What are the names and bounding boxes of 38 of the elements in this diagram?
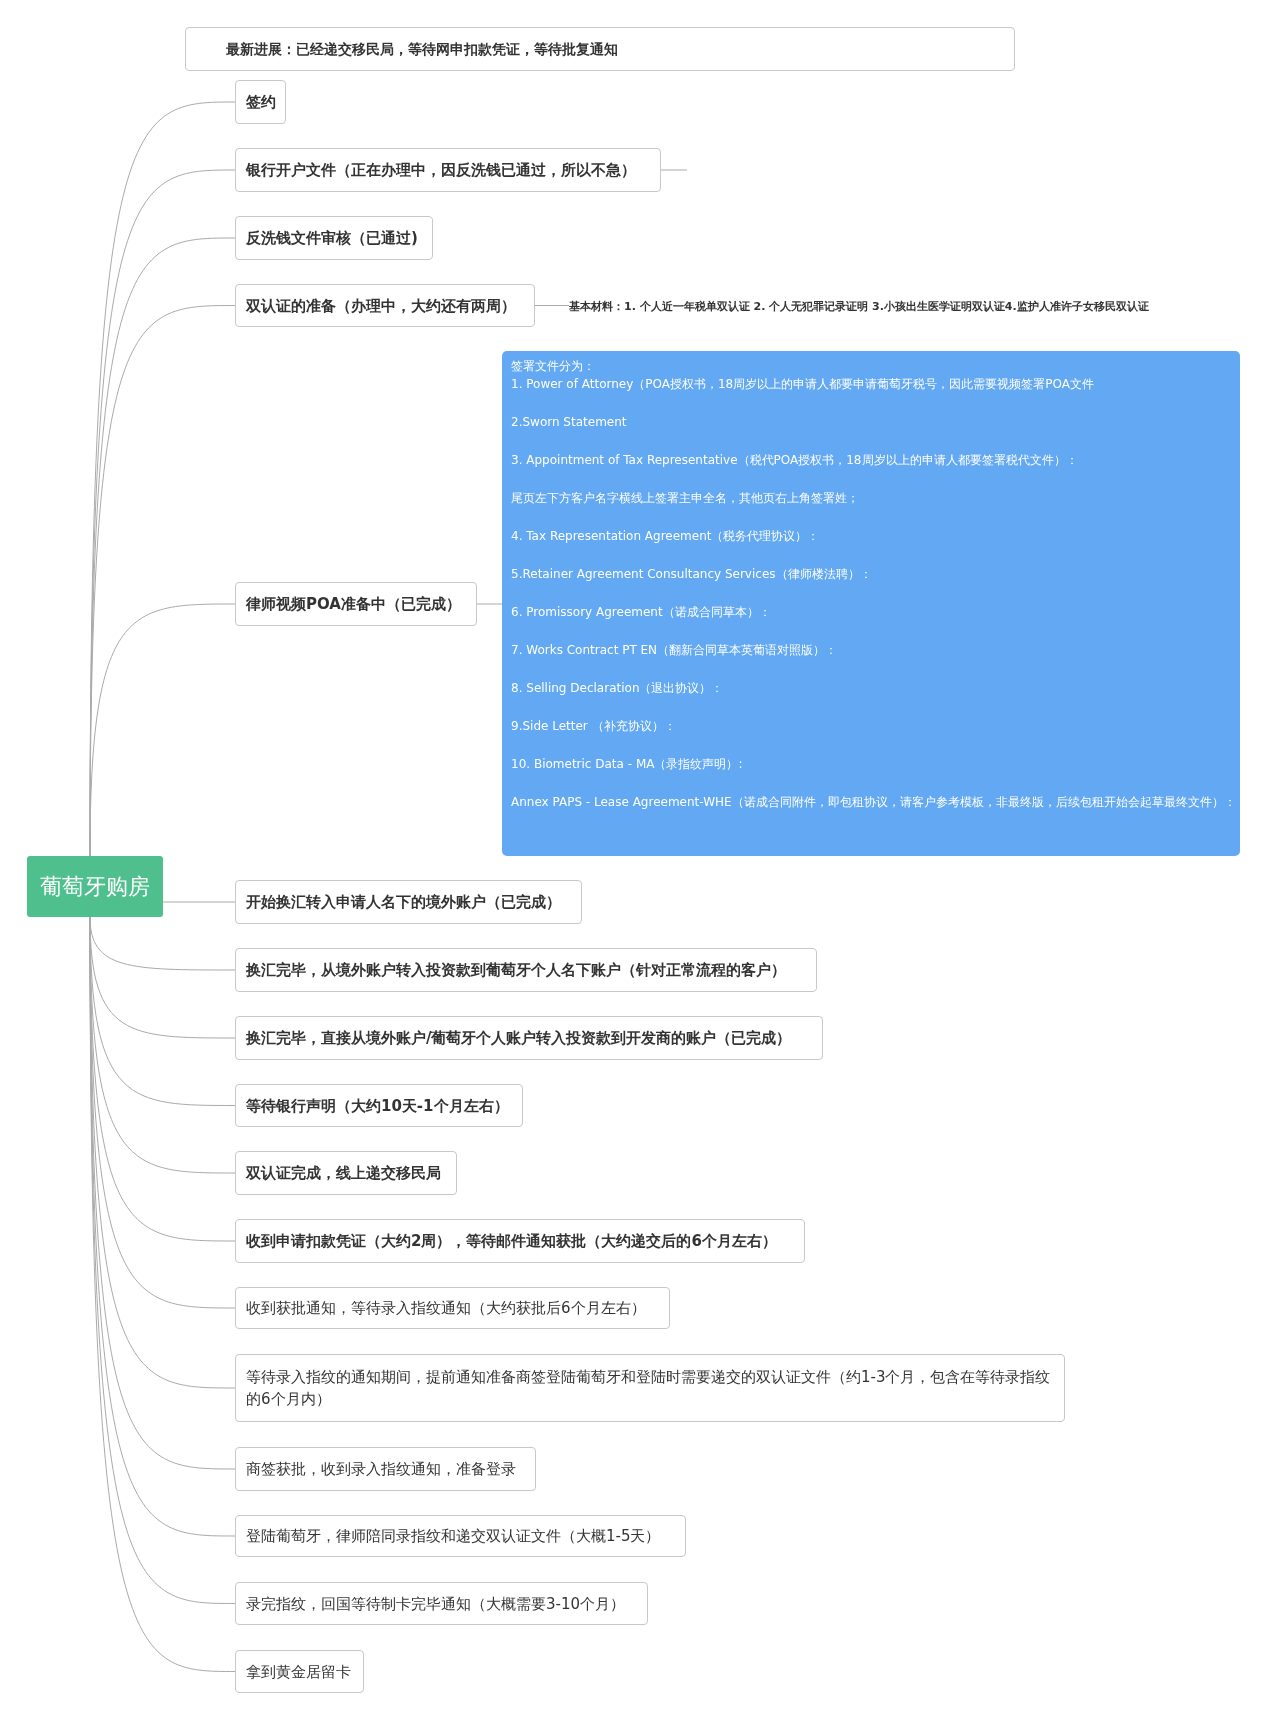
topic-box: 录完指纹，回国等待制卡完毕通知（大概需要3-10个月） [235, 1582, 648, 1625]
note-line: Annex PAPS - Lease Agreement-WHE（诺成合同附件，即包租协议，请客户参考模板，非最终版，后续包租开始会起草最终文件）： [511, 794, 1231, 811]
topic-box: 双认证的准备（办理中，大约还有两周） [235, 284, 535, 327]
topic-box: 登陆葡萄牙，律师陪同录指纹和递交双认证文件（大概1-5天） [235, 1515, 686, 1557]
central-topic-box: 葡萄牙购房 [27, 856, 163, 917]
topic-box: 收到获批通知，等待录入指纹通知（大约获批后6个月左右） [235, 1287, 670, 1329]
topic-box: 换汇完毕，从境外账户转入投资款到葡萄牙个人名下账户（针对正常流程的客户） [235, 948, 817, 992]
topic-box: 拿到黄金居留卡 [235, 1650, 364, 1693]
topic-box: 等待银行声明（大约10天-1个月左右） [235, 1084, 523, 1127]
note-line: 4. Tax Representation Agreement（税务代理协议）： [511, 528, 821, 545]
note-line: 2.Sworn Statement [511, 414, 628, 431]
topic-box: 收到申请扣款凭证（大约2周），等待邮件通知获批（大约递交后的6个月左右） [235, 1219, 805, 1263]
topic-box: 等待录入指纹的通知期间，提前通知准备商签登陆葡萄牙和登陆时需要递交的双认证文件（约1-3个月，包含在等待录指纹的6个月内） [235, 1354, 1065, 1422]
branch-line [660, 169, 688, 171]
note-line: 5.Retainer Agreement Consultancy Services（律师楼法聘）： [511, 566, 873, 583]
note-line: 签署文件分为： [511, 358, 596, 375]
topic-box: 银行开户文件（正在办理中，因反洗钱已通过，所以不急） [235, 148, 661, 192]
note-line: 6. Promissory Agreement（诺成合同草本）： [511, 604, 772, 621]
topic-box: 律师视频POA准备中（已完成） [235, 582, 477, 626]
topic-box: 反洗钱文件审核（已通过) [235, 216, 433, 260]
note-line: 1. Power of Attorney（POA授权书，18周岁以上的申请人都要申请葡萄牙税号，因此需要视频签署POA文件 [511, 376, 1095, 393]
topic-box: 开始换汇转入申请人名下的境外账户（已完成） [235, 880, 582, 924]
branch-line [534, 305, 570, 306]
note-line: 10. Biometric Data - MA（录指纹声明）: [511, 756, 744, 773]
note-line: 8. Selling Declaration（退出协议）： [511, 680, 725, 697]
note-line: 3. Appointment of Tax Representative（税代POA授权书，18周岁以上的申请人都要签署税代文件）： [511, 452, 1079, 469]
topic-box: 商签获批，收到录入指纹通知，准备登录 [235, 1447, 536, 1491]
note-text: 基本材料：1. 个人近一年税单双认证 2. 个人无犯罪记录证明 3.小孩出生医学证明双认证4.监护人准许子女移民双认证 [569, 295, 1249, 317]
status-box: 最新进展：已经递交移民局，等待网申扣款凭证，等待批复通知 [185, 27, 1015, 71]
note-line: 7. Works Contract PT EN（翻新合同草本英葡语对照版）： [511, 642, 839, 659]
note-box [502, 351, 1240, 856]
note-line: 尾页左下方客户名字横线上签署主申全名，其他页右上角签署姓； [511, 490, 860, 507]
topic-box: 换汇完毕，直接从境外账户/葡萄牙个人账户转入投资款到开发商的账户（已完成） [235, 1016, 823, 1060]
branch-line [162, 901, 236, 903]
note-line: 9.Side Letter （补充协议）： [511, 718, 677, 735]
branch-line [476, 603, 503, 605]
topic-box: 双认证完成，线上递交移民局 [235, 1151, 457, 1195]
topic-box: 签约 [235, 80, 286, 124]
